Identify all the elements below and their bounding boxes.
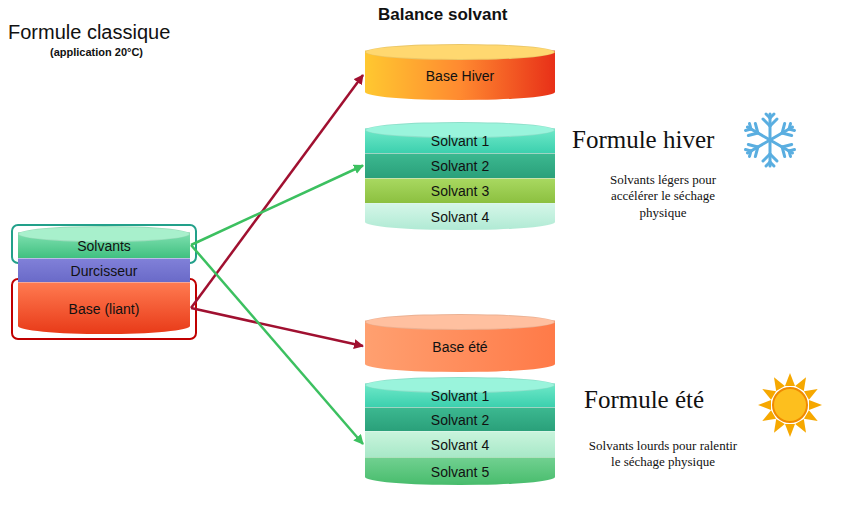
layer-label: Solvant 2 (431, 158, 489, 174)
text-label: Formule été (584, 384, 764, 415)
text-label: (application 20°C) (50, 46, 210, 60)
text-label: Formule hiver (572, 124, 752, 155)
cylinder-top (365, 44, 555, 60)
arrow (191, 166, 363, 246)
cylinder-layer: Solvant 4 (365, 431, 555, 457)
cylinder-layer: Base été (365, 320, 555, 372)
cylinder-layer: Solvants (18, 232, 190, 258)
sun-icon (758, 373, 822, 437)
cylinder-layer: Base (liant) (18, 282, 190, 334)
layer-label: Base été (432, 339, 487, 355)
arrow (191, 308, 363, 346)
text-label: Solvants lourds pour ralentir le séchage… (588, 438, 738, 471)
layer-label: Base (liant) (69, 301, 140, 317)
cylinder-layer: Solvant 3 (365, 178, 555, 203)
cylinder-top (365, 314, 555, 330)
layer-label: Solvant 4 (431, 209, 489, 225)
base-outline (12, 279, 196, 339)
cylinder-layer: Base Hiver (365, 50, 555, 100)
cylinder-layer: Solvant 4 (365, 203, 555, 230)
arrow (191, 245, 363, 444)
layer-label: Solvant 2 (431, 412, 489, 428)
layer-label: Solvants (77, 238, 131, 254)
text-label: Solvants légers pour accélérer le séchag… (588, 172, 738, 221)
layer-label: Durcisseur (71, 263, 138, 279)
cylinder-layer: Solvant 5 (365, 457, 555, 485)
cylinder-layer: Durcisseur (18, 258, 190, 282)
text-label: Formule classique (8, 20, 228, 45)
cylinder-layer: Solvant 1 (365, 383, 555, 407)
layer-label: Solvant 1 (431, 133, 489, 149)
snowflake-icon (744, 114, 796, 166)
cylinder-layer: Solvant 1 (365, 128, 555, 153)
layer-label: Solvant 4 (431, 437, 489, 453)
cylinder-layer: Solvant 2 (365, 407, 555, 431)
layer-label: Solvant 3 (431, 183, 489, 199)
text-label: Balance solvant (378, 4, 578, 25)
layer-label: Base Hiver (426, 68, 494, 84)
layer-label: Solvant 5 (431, 464, 489, 480)
cylinder-layer: Solvant 2 (365, 153, 555, 178)
layer-label: Solvant 1 (431, 388, 489, 404)
